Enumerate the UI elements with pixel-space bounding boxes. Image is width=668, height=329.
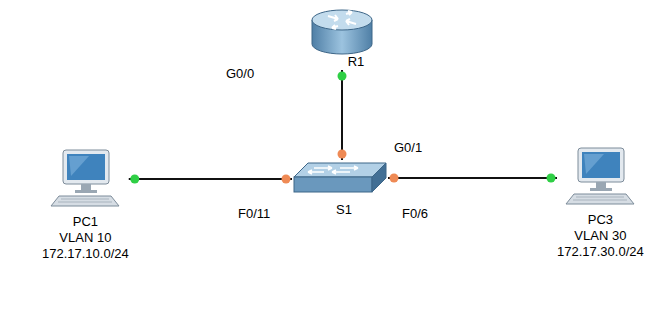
link-light bbox=[338, 150, 347, 159]
link-light bbox=[390, 174, 399, 183]
pc-icon bbox=[564, 146, 636, 208]
router-icon bbox=[306, 4, 378, 60]
router-node: R1 bbox=[306, 4, 378, 70]
port-label: F0/6 bbox=[402, 206, 428, 221]
port-label: F0/11 bbox=[238, 206, 270, 221]
switch-icon bbox=[292, 160, 388, 196]
device-name: PC3 bbox=[588, 212, 613, 228]
network-address: 172.17.30.0/24 bbox=[557, 244, 644, 260]
pc-node: PC1VLAN 10172.17.10.0/24 bbox=[42, 148, 129, 262]
port-label: G0/1 bbox=[394, 140, 422, 155]
ethernet-link bbox=[341, 70, 343, 160]
vlan-label: VLAN 30 bbox=[574, 228, 626, 244]
device-name: R1 bbox=[348, 54, 365, 70]
device-name: PC1 bbox=[73, 214, 98, 230]
ethernet-link bbox=[388, 177, 557, 179]
pc-node: PC3VLAN 30172.17.30.0/24 bbox=[557, 146, 644, 260]
link-light bbox=[547, 174, 556, 183]
link-light bbox=[338, 72, 347, 81]
port-label: G0/0 bbox=[226, 66, 254, 81]
device-name: S1 bbox=[336, 202, 352, 218]
vlan-label: VLAN 10 bbox=[59, 230, 111, 246]
network-address: 172.17.10.0/24 bbox=[42, 246, 129, 262]
switch-node: S1 bbox=[292, 160, 388, 218]
link-light bbox=[130, 175, 139, 184]
pc-icon bbox=[49, 148, 121, 210]
link-light bbox=[282, 175, 291, 184]
ethernet-link bbox=[129, 178, 292, 180]
